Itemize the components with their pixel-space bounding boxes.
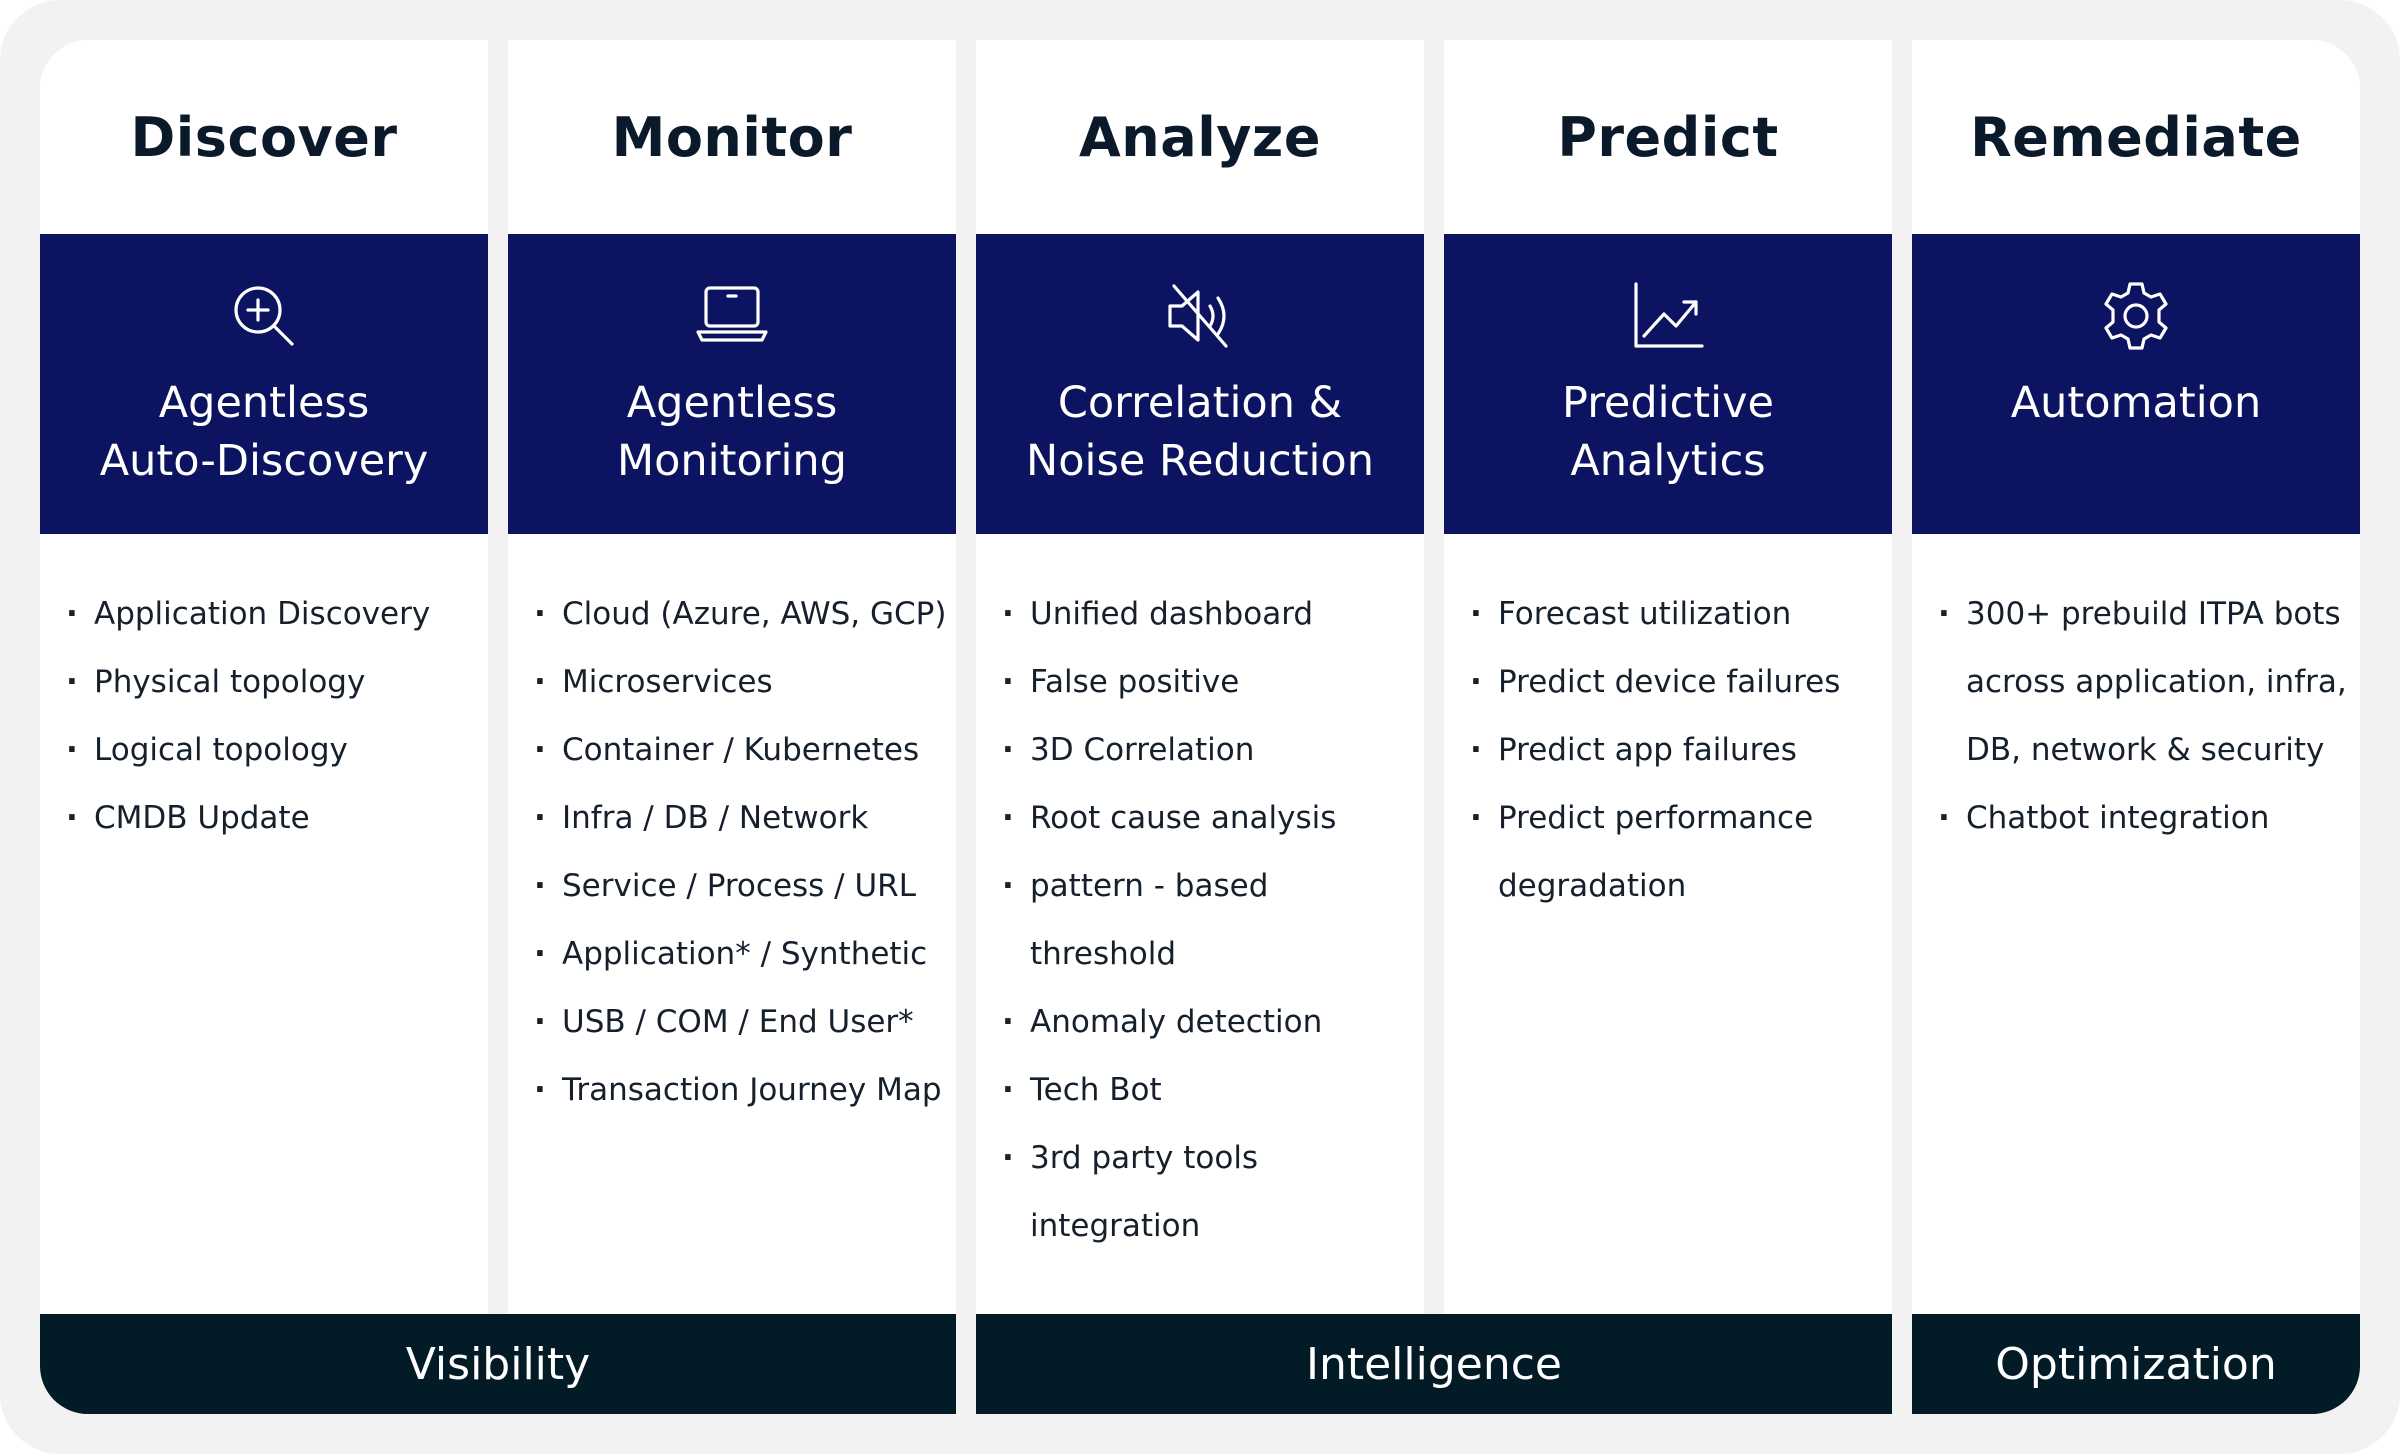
banner-label: Automation bbox=[1912, 374, 2360, 432]
list-item: Transaction Journey Map bbox=[534, 1056, 954, 1124]
column-banner: Automation bbox=[1912, 234, 2360, 534]
column-monitor: Monitor Agentless Monitoring Cloud (Azur… bbox=[508, 40, 956, 1314]
list-item: CMDB Update bbox=[66, 784, 486, 852]
list-item: 3D Correlation bbox=[1002, 716, 1422, 784]
list-item: Microservices bbox=[534, 648, 954, 716]
feature-list: Forecast utilization Predict device fail… bbox=[1470, 580, 1890, 920]
list-item: Unified dashboard bbox=[1002, 580, 1422, 648]
column-discover: Discover Agentless Auto-Discovery Applic… bbox=[40, 40, 488, 1314]
search-plus-icon bbox=[226, 278, 302, 354]
list-item: Infra / DB / Network bbox=[534, 784, 954, 852]
column-title: Discover bbox=[130, 105, 398, 169]
banner-line: Noise Reduction bbox=[1026, 436, 1374, 486]
list-item: USB / COM / End User* bbox=[534, 988, 954, 1056]
list-item: Physical topology bbox=[66, 648, 486, 716]
list-item: Service / Process / URL bbox=[534, 852, 954, 920]
column-banner: Agentless Monitoring bbox=[508, 234, 956, 534]
column-banner: Agentless Auto-Discovery bbox=[40, 234, 488, 534]
list-item: pattern - based threshold bbox=[1002, 852, 1422, 988]
list-item: False positive bbox=[1002, 648, 1422, 716]
banner-label: Correlation & Noise Reduction bbox=[976, 374, 1424, 490]
list-item: Forecast utilization bbox=[1470, 580, 1890, 648]
list-item: Tech Bot bbox=[1002, 1056, 1422, 1124]
banner-label: Agentless Monitoring bbox=[508, 374, 956, 490]
list-item: Logical topology bbox=[66, 716, 486, 784]
muted-speaker-icon bbox=[1162, 278, 1238, 354]
banner-line: Agentless bbox=[158, 378, 370, 428]
list-item: 300+ prebuild ITPA bots across applicati… bbox=[1938, 580, 2358, 784]
column-title: Monitor bbox=[611, 105, 853, 169]
list-item: Application* / Synthetic bbox=[534, 920, 954, 988]
band-optimization: Optimization bbox=[1912, 1314, 2360, 1414]
banner-label: Predictive Analytics bbox=[1444, 374, 1892, 490]
banner-line: Automation bbox=[2010, 378, 2262, 428]
list-item: Predict app failures bbox=[1470, 716, 1890, 784]
list-item: Container / Kubernetes bbox=[534, 716, 954, 784]
list-item: Cloud (Azure, AWS, GCP) bbox=[534, 580, 954, 648]
column-title: Analyze bbox=[1079, 105, 1321, 169]
column-predict: Predict Predictive Analytics Forecast ut… bbox=[1444, 40, 1892, 1314]
list-item: Chatbot integration bbox=[1938, 784, 2358, 852]
feature-list: Application Discovery Physical topology … bbox=[66, 580, 486, 852]
banner-line: Auto-Discovery bbox=[99, 436, 429, 486]
banner-label: Agentless Auto-Discovery bbox=[40, 374, 488, 490]
list-item: Application Discovery bbox=[66, 580, 486, 648]
trend-chart-icon bbox=[1630, 278, 1706, 354]
list-item: Root cause analysis bbox=[1002, 784, 1422, 852]
column-title: Predict bbox=[1557, 105, 1779, 169]
gear-icon bbox=[2098, 278, 2174, 354]
band-visibility: Visibility bbox=[40, 1314, 956, 1414]
laptop-icon bbox=[694, 278, 770, 354]
list-item: Predict device failures bbox=[1470, 648, 1890, 716]
band-intelligence: Intelligence bbox=[976, 1314, 1892, 1414]
column-banner: Correlation & Noise Reduction bbox=[976, 234, 1424, 534]
feature-list: 300+ prebuild ITPA bots across applicati… bbox=[1938, 580, 2358, 852]
feature-list: Cloud (Azure, AWS, GCP) Microservices Co… bbox=[534, 580, 954, 1124]
column-analyze: Analyze Correlation & Noise Reduction Un… bbox=[976, 40, 1424, 1314]
banner-line: Agentless bbox=[626, 378, 838, 428]
list-item: Anomaly detection bbox=[1002, 988, 1422, 1056]
banner-line: Predictive bbox=[1562, 378, 1774, 428]
column-banner: Predictive Analytics bbox=[1444, 234, 1892, 534]
list-item: Predict performance degradation bbox=[1470, 784, 1890, 920]
banner-line: Correlation & bbox=[1057, 378, 1343, 428]
feature-list: Unified dashboard False positive 3D Corr… bbox=[1002, 580, 1422, 1260]
column-title: Remediate bbox=[1970, 105, 2302, 169]
banner-line: Monitoring bbox=[617, 436, 847, 486]
list-item: 3rd party tools integration bbox=[1002, 1124, 1422, 1260]
capability-board: Discover Agentless Auto-Discovery Applic… bbox=[40, 40, 2360, 1414]
banner-line: Analytics bbox=[1570, 436, 1766, 486]
column-remediate: Remediate Automation 300+ prebuild ITPA … bbox=[1912, 40, 2360, 1314]
